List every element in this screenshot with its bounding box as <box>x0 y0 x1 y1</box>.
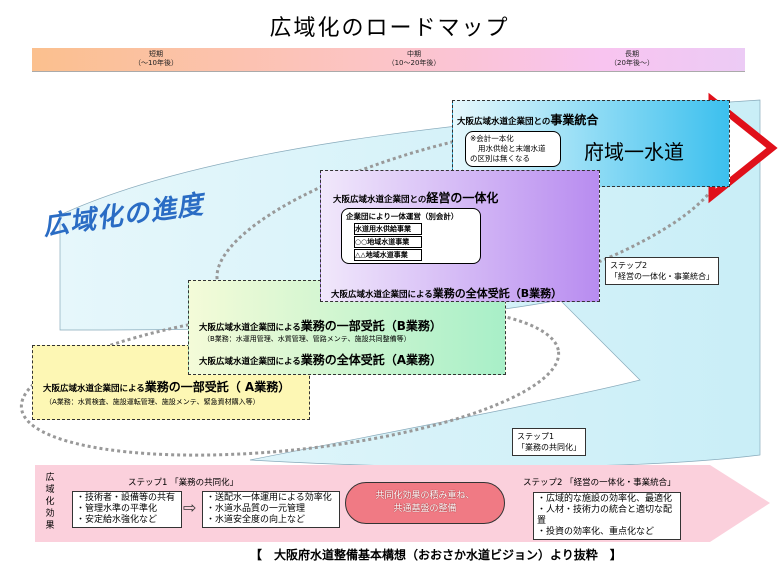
stage1-title: 大阪広域水道企業団による業務の一部受託（ A業務） <box>43 378 290 395</box>
timeline-range: （10～20年後） <box>387 59 441 67</box>
stage4-note: ※会計一本化用水供給と末端水道の区別は無くなる <box>465 131 561 167</box>
step-title: ステップ2 <box>610 261 648 270</box>
effects-step1-title: ステップ1 「業務の共同化」 <box>128 478 239 488</box>
line2-emph: 業務の全体受託（A業務） <box>300 353 443 367</box>
stage3-prefix: 大阪広域水道企業団との <box>333 195 427 205</box>
stage3-management-integration: 大阪広域水道企業団との経営の一体化 企業団により一体運営（別会計） 水道用水供給… <box>320 170 600 302</box>
line2-prefix: 大阪広域水道企業団による <box>199 357 301 367</box>
list-item: ・広域的な施設の効率化、最適化 <box>537 494 673 504</box>
char: 果 <box>45 521 55 531</box>
group-item: ○○地域水道事業 <box>354 236 422 248</box>
char: 化 <box>45 497 55 507</box>
stage2-note: （B業務：水運用管理、水質管理、管路メンテ、施設共同整備等） <box>203 335 411 343</box>
timeline-bar: 短期（～10年後） 中期（10～20年後） 長期（20年後～） <box>32 48 745 72</box>
stage2-prefix: 大阪広域水道企業団による <box>199 323 301 333</box>
timeline-short: 短期（～10年後） <box>116 50 196 68</box>
timeline-range: （20年後～） <box>610 59 654 67</box>
effects-step2-title: ステップ2 「経営の一体化・事業統合」 <box>523 478 676 488</box>
cloud-callout: 共同化効果の積み重ね、共通基盤の整備 <box>345 482 505 524</box>
step-title: ステップ1 <box>517 432 555 441</box>
stage2-emph: 業務の一部受託（B業務） <box>300 319 442 333</box>
stage4-title: 大阪広域水道企業団との事業統合 <box>457 111 598 128</box>
list-item: ・水道水品質の一元管理 <box>206 504 306 514</box>
right-arrow-icon: ⇨ <box>183 498 197 517</box>
cloud-line: 共通基盤の整備 <box>393 504 457 514</box>
effects-side-label: 広域化効果 <box>44 472 56 532</box>
char: 効 <box>45 509 55 519</box>
step-desc: 「業務の共同化」 <box>517 443 581 452</box>
stage3-title: 大阪広域水道企業団との経営の一体化 <box>333 189 498 206</box>
stage3-line2: 大阪広域水道企業団による業務の全体受託（B業務） <box>331 285 562 301</box>
stage4-emph: 事業統合 <box>550 113 599 127</box>
timeline-label: 中期 <box>407 50 421 58</box>
line2-emph: 業務の全体受託（B業務） <box>432 287 563 300</box>
timeline-long: 長期（20年後～） <box>592 50 672 68</box>
step1-callout: ステップ1 「業務の共同化」 <box>512 428 586 456</box>
note-line: 用水供給と末端水道 <box>478 144 546 153</box>
stage3-emph: 経営の一体化 <box>426 191 499 205</box>
list-item: ・技術者・設備等の共有 <box>76 493 176 503</box>
timeline-label: 短期 <box>149 50 163 58</box>
footer-source: 【 大阪府水道整備基本構想（おおさか水道ビジョン）より抜粋 】 <box>250 548 622 562</box>
list-item: ・送配水一体運用による効率化 <box>206 493 332 503</box>
stage2-title: 大阪広域水道企業団による業務の一部受託（B業務） <box>199 317 442 334</box>
list-item: ・安定給水強化など <box>76 515 158 525</box>
stage1-note: （A業務：水質検査、施設運転管理、施設メンテ、緊急資材購入等） <box>45 398 260 406</box>
stage3-group: 企業団により一体運営（別会計） 水道用水供給事業 ○○地域水道事業 △△地域水道… <box>341 208 481 264</box>
timeline-mid: 中期（10～20年後） <box>374 50 454 68</box>
note-line: の区別は無くなる <box>470 154 530 163</box>
timeline-range: （～10年後） <box>134 59 178 67</box>
goal-arrow-label: 府域一水道 <box>584 140 684 164</box>
cloud-line: 共同化効果の積み重ね、 <box>375 491 475 501</box>
group-title: 企業団により一体運営（別会計） <box>346 212 459 221</box>
page-title: 広域化のロードマップ <box>269 16 510 41</box>
timeline-label: 長期 <box>625 50 639 58</box>
stage4-prefix: 大阪広域水道企業団との <box>457 117 551 127</box>
char: 広 <box>45 473 55 483</box>
effects-list2: ・送配水一体運用による効率化・水道水品質の一元管理・水道安全度の向上など <box>202 491 340 528</box>
stage1-prefix: 大阪広域水道企業団による <box>43 384 145 394</box>
list-item: ・管理水準の平準化 <box>76 504 158 514</box>
stage1-emph: 業務の一部受託（ A業務） <box>144 380 291 394</box>
line2-prefix: 大阪広域水道企業団による <box>331 290 433 300</box>
note-line: ※会計一本化 <box>470 134 514 143</box>
char: 域 <box>45 485 55 495</box>
group-item: △△地域水道事業 <box>354 249 422 261</box>
step-desc: 「経営の一体化・事業統合」 <box>610 272 714 281</box>
effects-list1: ・技術者・設備等の共有・管理水準の平準化・安定給水強化など <box>72 491 182 528</box>
list-item: ・水道安全度の向上など <box>206 515 306 525</box>
step2-callout: ステップ2 「経営の一体化・事業統合」 <box>605 257 719 285</box>
list-item: ・投資の効率化、重点化など <box>537 527 655 537</box>
effects-list3: ・広域的な施設の効率化、最適化・人材・技術力の統合と適切な配置・投資の効率化、重… <box>533 492 681 540</box>
list-item: ・人材・技術力の統合と適切な配置 <box>537 505 673 526</box>
group-item: 水道用水供給事業 <box>354 223 422 235</box>
stage2-line2: 大阪広域水道企業団による業務の全体受託（A業務） <box>199 351 442 368</box>
